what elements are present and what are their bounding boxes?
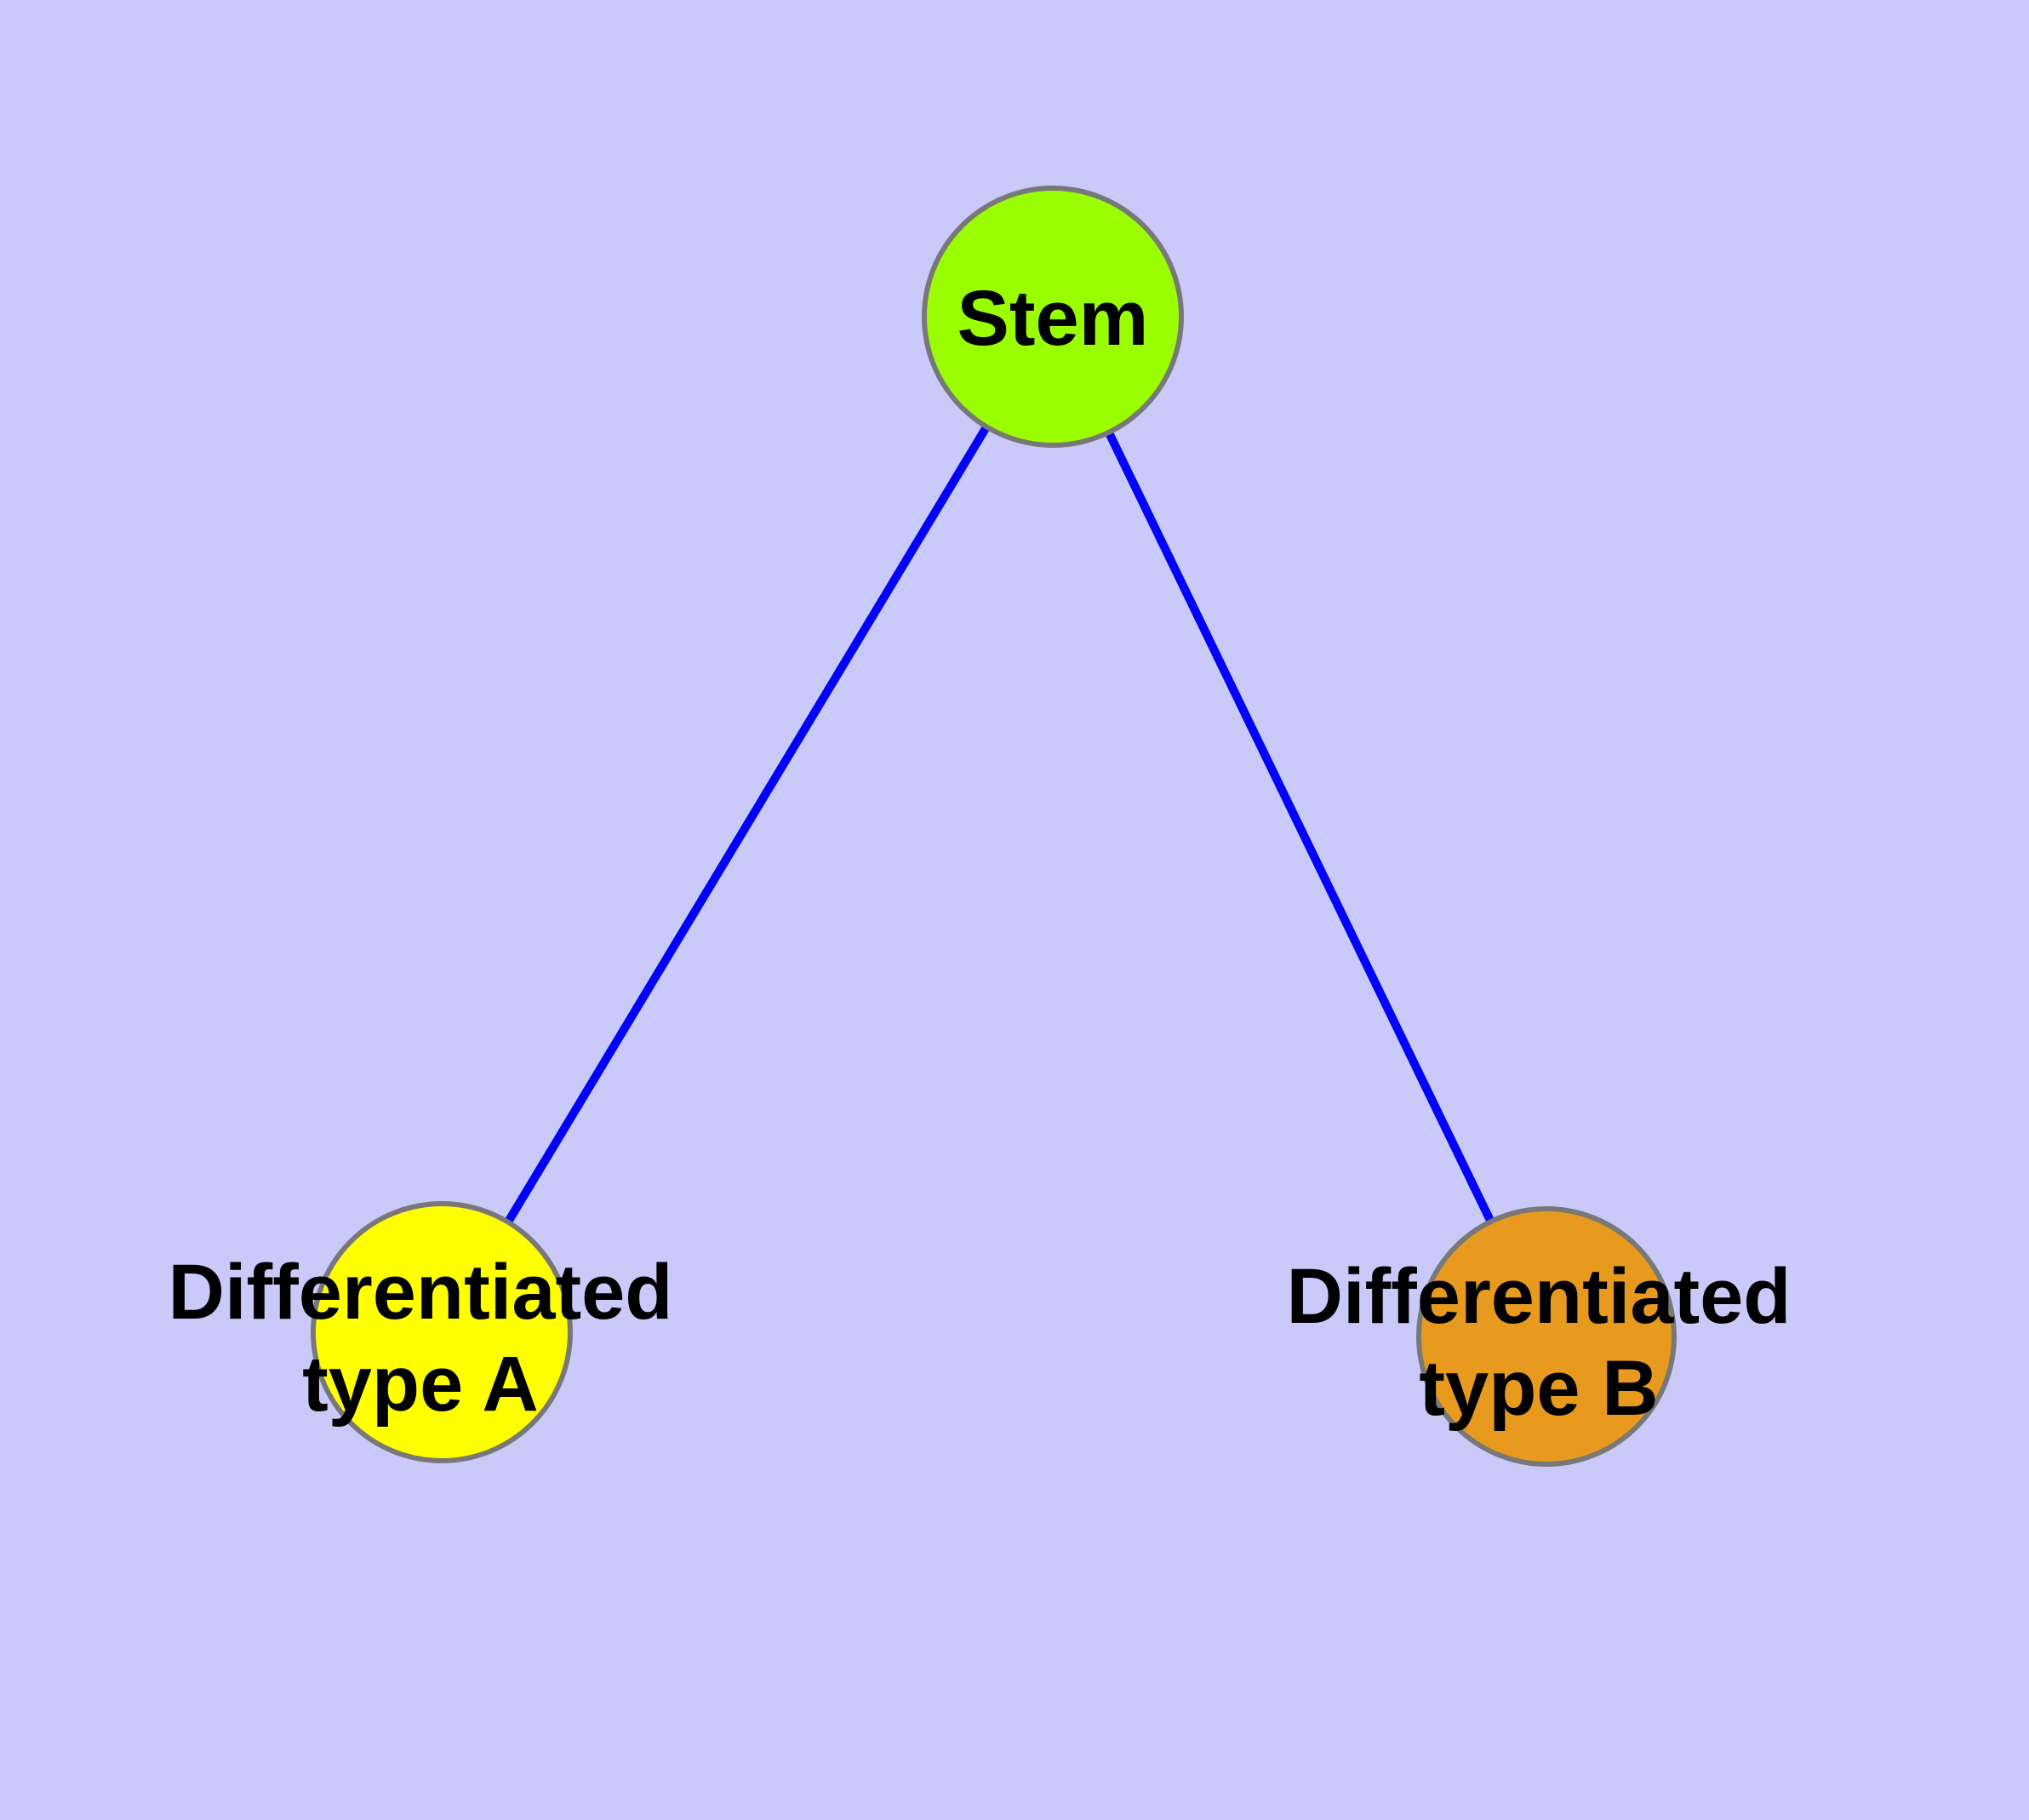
node-type-a-label-line-1: Differentiated: [169, 1249, 673, 1336]
node-stem-label: Stem: [957, 275, 1149, 362]
node-type-b-label-line-2: type B: [1419, 1345, 1658, 1432]
edge-stem-to-type-b: [1049, 314, 1551, 1339]
node-stem-circle: [922, 186, 1184, 448]
node-type-b-circle: [1416, 1206, 1677, 1467]
edge-stem-to-type-a: [437, 314, 1057, 1335]
node-type-b-label-line-1: Differentiated: [1287, 1253, 1792, 1340]
node-type-a-label-line-2: type A: [302, 1341, 539, 1428]
node-type-a-circle: [311, 1201, 573, 1463]
